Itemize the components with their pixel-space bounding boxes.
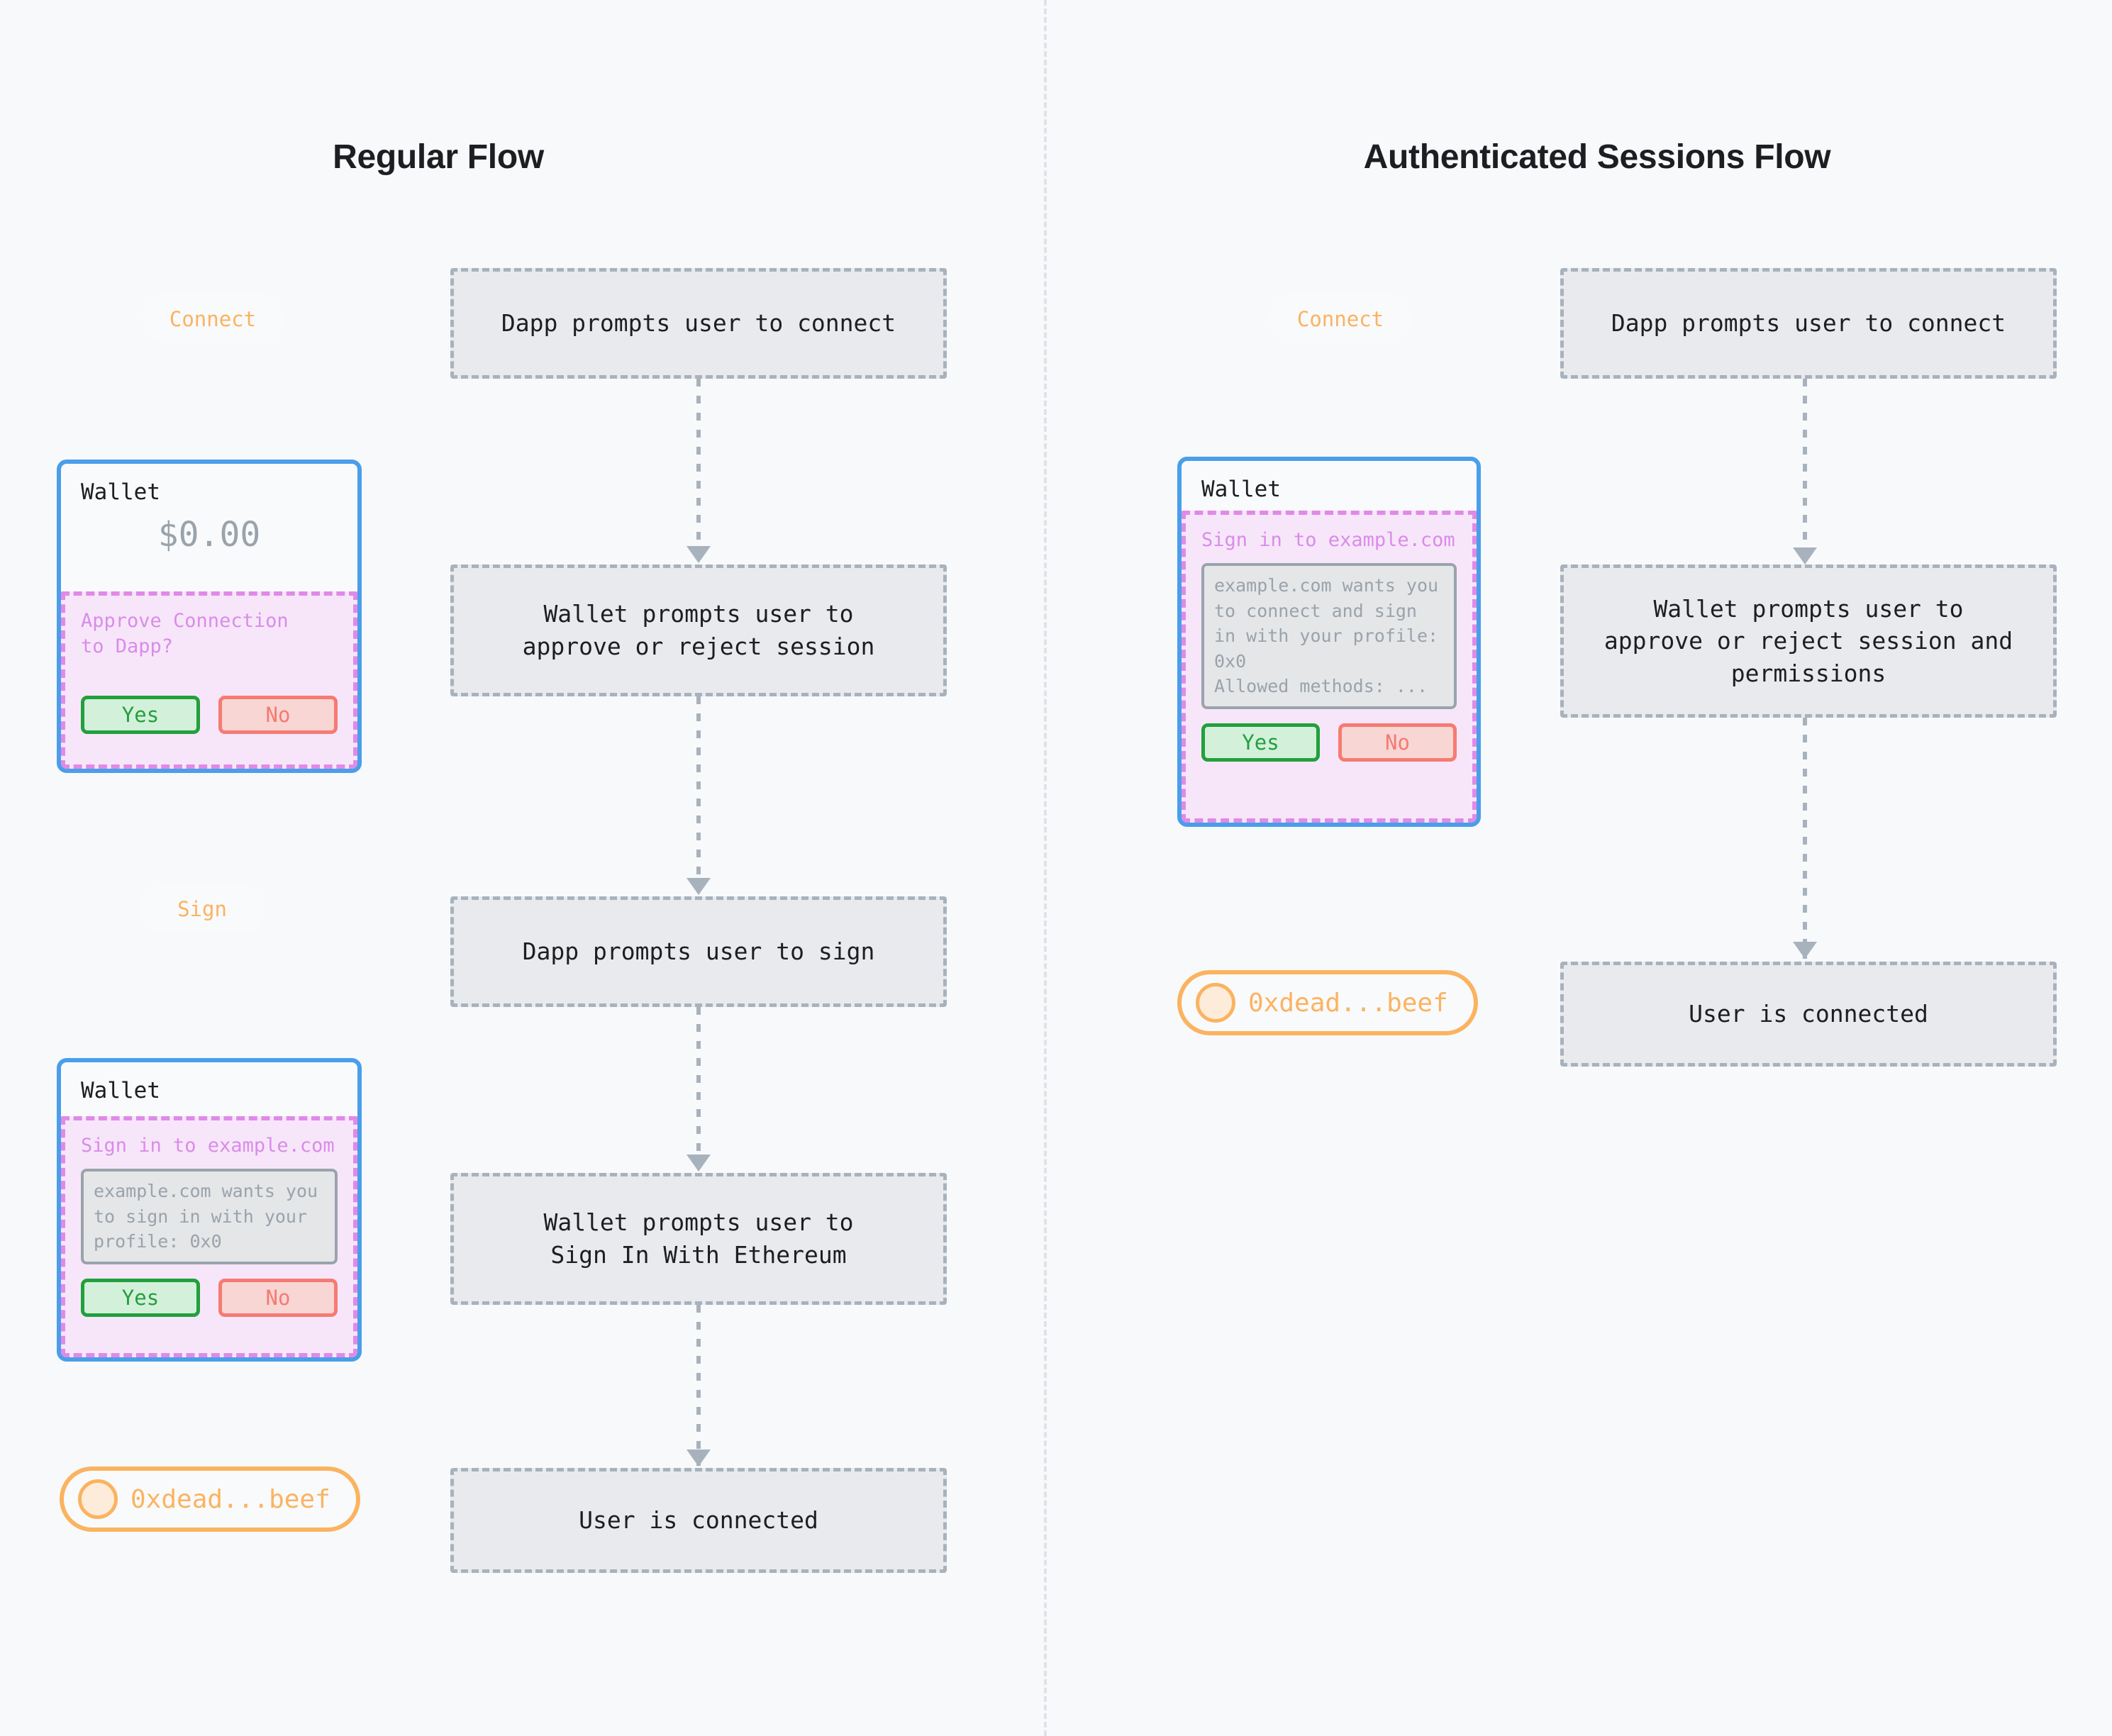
step-box: User is connected (450, 1468, 947, 1573)
step-box: Dapp prompts user to sign (450, 896, 947, 1007)
regular-flow-title: Regular Flow (333, 138, 544, 176)
wallet-prompt-title: Sign in to example.com (1201, 529, 1455, 551)
wallet-card-sign-in[interactable]: Wallet Sign in to example.com example.co… (57, 1058, 362, 1362)
step-box: Wallet prompts user to approve or reject… (450, 564, 947, 696)
flow-connector (696, 1007, 701, 1172)
avatar-icon (1196, 983, 1235, 1023)
sign-in-no-button[interactable]: No (218, 1278, 338, 1317)
wallet-prompt-area: Sign in to example.com example.com wants… (1182, 511, 1477, 823)
step-box: Wallet prompts user to approve or reject… (1560, 564, 2057, 718)
account-address: 0xdead...beef (130, 1484, 330, 1514)
step-box: Wallet prompts user to Sign In With Ethe… (450, 1173, 947, 1305)
wallet-card-connect-and-sign-in[interactable]: Wallet Sign in to example.com example.co… (1177, 457, 1481, 827)
wallet-prompt-title: Approve Connection to Dapp? (81, 610, 289, 658)
connect-sign-in-no-button[interactable]: No (1338, 723, 1457, 762)
arrow-head-icon (687, 546, 711, 563)
wallet-prompt-actions: Yes No (81, 695, 338, 734)
step-text: Wallet prompts user to approve or reject… (522, 600, 875, 660)
step-box: Dapp prompts user to connect (450, 268, 947, 379)
step-text: Dapp prompts user to connect (1611, 309, 2006, 338)
step-text: Dapp prompts user to sign (522, 937, 875, 966)
flow-connector (696, 1305, 701, 1467)
wallet-card-approve-connection[interactable]: Wallet $0.00 Approve Connection to Dapp?… (57, 460, 362, 773)
connect-sign-in-yes-button[interactable]: Yes (1201, 723, 1320, 762)
step-box: Dapp prompts user to connect (1560, 268, 2057, 379)
approve-yes-button[interactable]: Yes (81, 695, 200, 734)
account-address: 0xdead...beef (1248, 988, 1448, 1018)
avatar-icon (78, 1479, 118, 1519)
account-pill-authenticated[interactable]: 0xdead...beef (1177, 970, 1478, 1035)
wallet-prompt-title: Sign in to example.com (81, 1135, 335, 1157)
wallet-balance: $0.00 (157, 515, 261, 555)
wallet-prompt-actions: Yes No (1201, 723, 1457, 762)
wallet-card-header: Wallet (1201, 477, 1281, 502)
wallet-card-spacer (61, 1103, 357, 1116)
step-box: User is connected (1560, 962, 2057, 1067)
wallet-card-spacer (1182, 502, 1477, 511)
authenticated-flow-title: Authenticated Sessions Flow (1363, 138, 1831, 176)
wallet-card-spacer (61, 555, 357, 591)
flow-connector (1803, 718, 1807, 959)
arrow-head-icon (687, 1154, 711, 1172)
flow-connector (696, 379, 701, 563)
approve-no-button[interactable]: No (218, 695, 338, 734)
wallet-prompt-area: Sign in to example.com example.com wants… (61, 1116, 357, 1357)
step-text: User is connected (579, 1506, 818, 1535)
sign-button-regular[interactable]: Sign (139, 885, 265, 933)
arrow-head-icon (687, 1450, 711, 1467)
connect-sign-in-message: example.com wants you to connect and sig… (1201, 563, 1457, 709)
step-text: User is connected (1689, 1000, 1928, 1028)
wallet-card-header: Wallet (81, 1078, 160, 1103)
arrow-head-icon (687, 878, 711, 895)
wallet-prompt-actions: Yes No (81, 1278, 338, 1317)
step-text: Dapp prompts user to connect (501, 309, 896, 338)
sign-in-message: example.com wants you to sign in with yo… (81, 1169, 338, 1264)
connect-button-regular[interactable]: Connect (142, 294, 284, 345)
sign-in-yes-button[interactable]: Yes (81, 1278, 200, 1317)
step-text: Wallet prompts user to approve or reject… (1604, 594, 2013, 687)
flow-divider (1044, 0, 1047, 1736)
wallet-prompt-area: Approve Connection to Dapp? Yes No (61, 591, 357, 769)
flow-connector (696, 696, 701, 895)
step-text: Wallet prompts user to Sign In With Ethe… (543, 1208, 854, 1269)
arrow-head-icon (1793, 942, 1817, 959)
arrow-head-icon (1793, 547, 1817, 564)
connect-button-authenticated[interactable]: Connect (1269, 294, 1411, 345)
wallet-card-header: Wallet (81, 479, 160, 505)
flow-connector (1803, 379, 1807, 564)
account-pill-regular[interactable]: 0xdead...beef (60, 1467, 360, 1532)
